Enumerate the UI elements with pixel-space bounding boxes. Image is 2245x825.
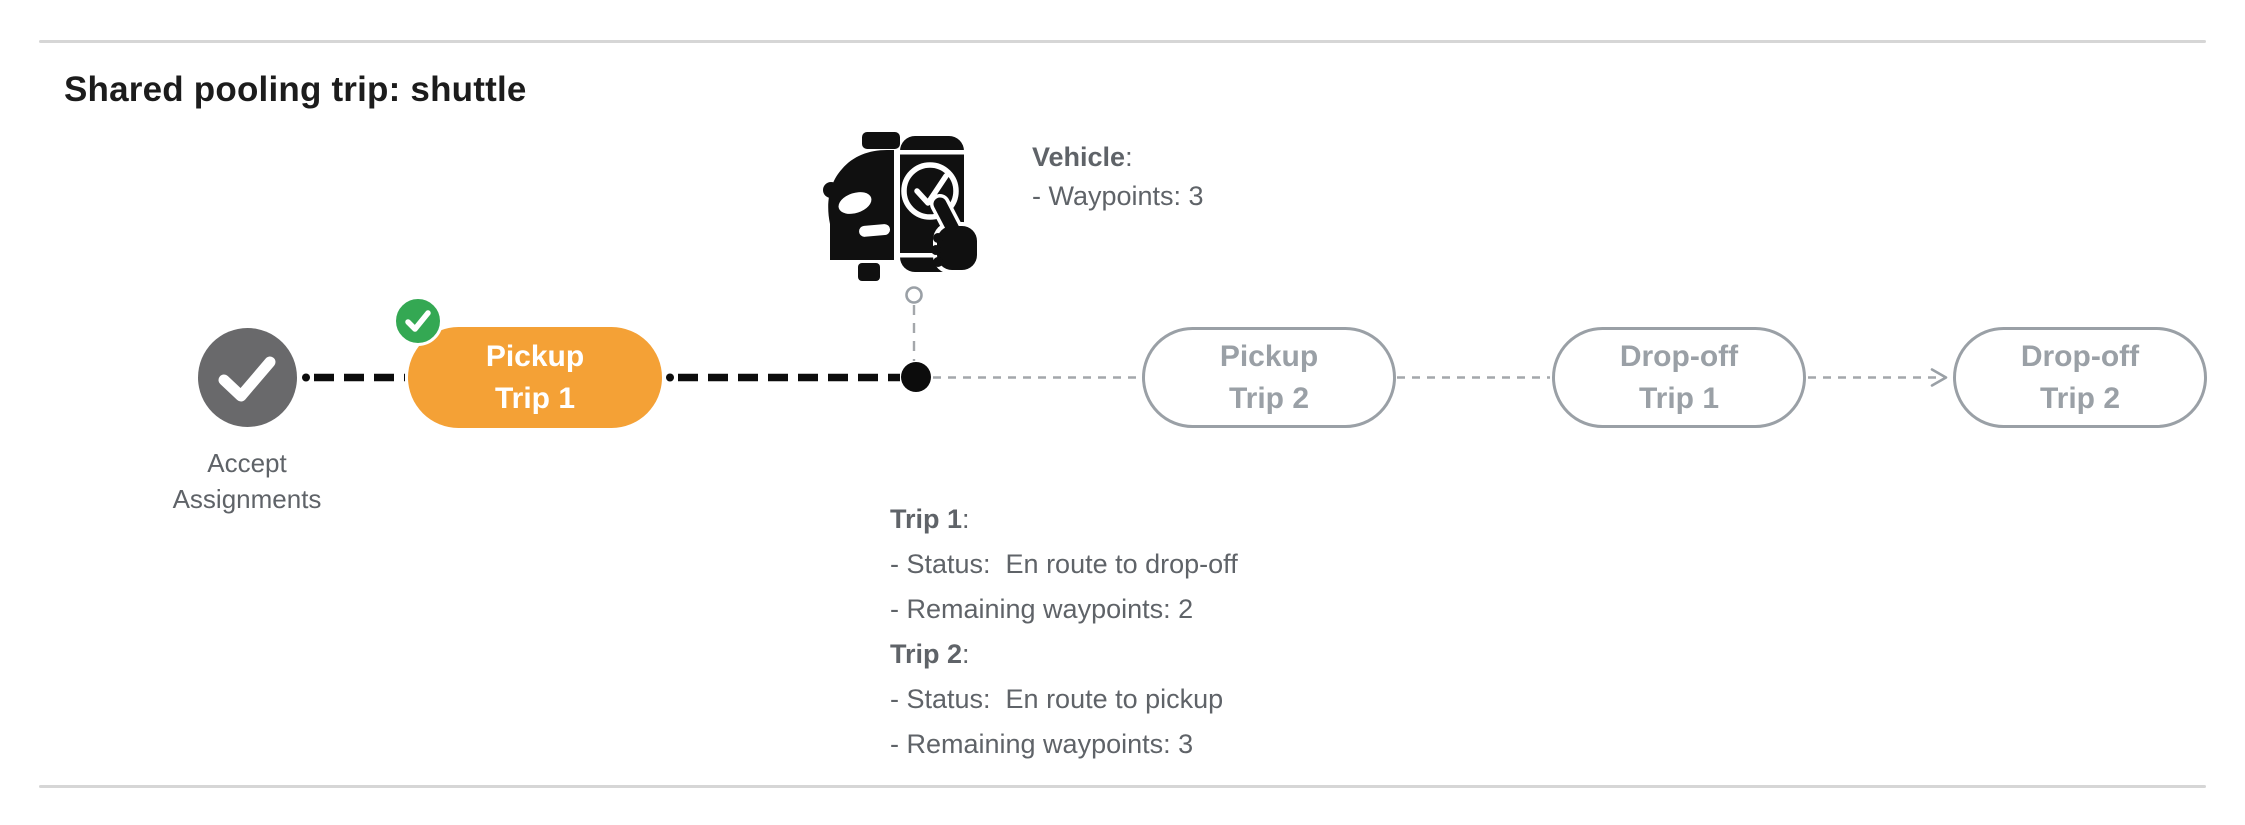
completed-check-badge: [393, 296, 443, 346]
phone-check-mark: [914, 173, 949, 206]
current-position-dot: [901, 362, 931, 392]
accept-assignments-node: [198, 328, 297, 427]
colon: :: [962, 504, 970, 534]
trip2-status-line: - Status: En route to pickup: [890, 684, 1224, 714]
hand-fist: [937, 226, 977, 270]
arrowhead-icon: [1930, 368, 1948, 387]
colon: :: [962, 639, 970, 669]
vehicle-info-heading: Vehicle:: [1032, 138, 1204, 177]
accept-label-line2: Assignments: [172, 484, 322, 514]
accept-assignments-label: Accept Assignments: [122, 445, 372, 517]
trip1-heading-text: Trip 1: [890, 504, 963, 534]
taxi-roof-sign: [862, 132, 900, 149]
stage-label-line2: Trip 2: [1228, 381, 1310, 415]
stage-label-line1: Drop-off: [1619, 339, 1739, 373]
car-windshield: [838, 192, 872, 214]
stage-label-line1: Pickup: [1219, 339, 1319, 373]
top-divider: [39, 40, 2206, 43]
dash-start-dot-2: [666, 373, 674, 382]
stage-pickup-trip-2: Pickup Trip 2: [1142, 327, 1396, 428]
vehicle-anchor-circle: [905, 286, 923, 304]
green-check-icon: [405, 310, 431, 332]
trip2-heading: Trip 2:: [890, 632, 1238, 677]
gray-check-circle-icon: [218, 356, 276, 402]
trip1-heading: Trip 1:: [890, 497, 1238, 542]
car-grille: [859, 224, 891, 237]
vehicle-icon: [823, 132, 981, 281]
hand-knuckle-3: [933, 257, 943, 267]
colon: :: [1125, 142, 1133, 172]
hand-knuckle-1: [933, 233, 943, 243]
phone-bottom-separator: [898, 253, 966, 258]
trip2-heading-text: Trip 2: [890, 639, 963, 669]
trip2-waypoints-line: - Remaining waypoints: 3: [890, 729, 1194, 759]
vehicle-info: Vehicle: - Waypoints: 3: [1032, 138, 1204, 216]
dash-start-dot: [302, 373, 310, 382]
vehicle-heading-text: Vehicle: [1032, 142, 1126, 172]
trip1-waypoints-line: - Remaining waypoints: 2: [890, 594, 1194, 624]
hand-knuckle-2: [931, 245, 941, 255]
stage-label-line2: Trip 1: [494, 381, 576, 415]
phone-top-separator: [898, 150, 966, 155]
accept-label-line1: Accept: [207, 448, 287, 478]
stage-dropoff-trip-2: Drop-off Trip 2: [1953, 327, 2207, 428]
car-wheel: [858, 263, 880, 281]
stage-label-line1: Drop-off: [2020, 339, 2140, 373]
stage-pickup-trip-1: Pickup Trip 1: [408, 327, 662, 428]
stage-label-line2: Trip 1: [1638, 381, 1720, 415]
bottom-divider: [39, 785, 2206, 788]
phone-check-circle: [901, 162, 959, 220]
stage-dropoff-trip-1: Drop-off Trip 1: [1552, 327, 1806, 428]
trip1-status-line: - Status: En route to drop-off: [890, 549, 1238, 579]
vehicle-info-line: - Waypoints: 3: [1032, 181, 1204, 211]
stage-label-line1: Pickup: [485, 339, 585, 373]
trip-info: Trip 1: - Status: En route to drop-off -…: [890, 497, 1238, 767]
page-title: Shared pooling trip: shuttle: [64, 70, 527, 109]
stage-label-line2: Trip 2: [2039, 381, 2121, 415]
